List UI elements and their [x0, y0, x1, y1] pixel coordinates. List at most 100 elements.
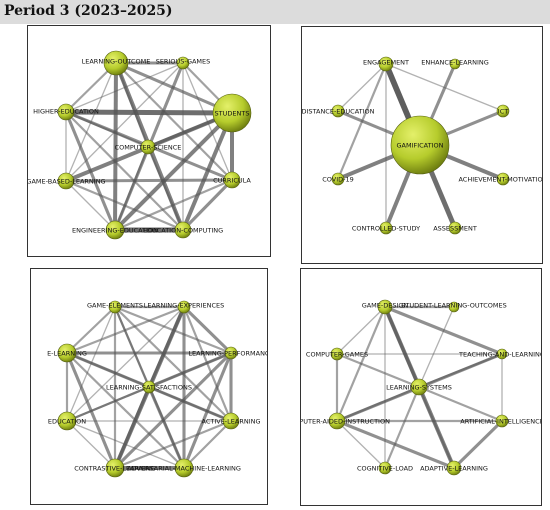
node-ee[interactable]	[105, 220, 125, 240]
edge-lp-cl	[113, 351, 233, 470]
node-lo[interactable]	[103, 50, 129, 76]
nodes	[57, 300, 240, 478]
node-label-lo: LEARNING-OUTCOME	[82, 57, 151, 65]
node-ec[interactable]	[174, 221, 192, 239]
edge-ai-adl	[452, 419, 504, 470]
edge-he-st	[65, 109, 233, 116]
edge-lx-el	[66, 305, 185, 355]
node-label-cog: COGNITIVE-LOAD	[357, 464, 413, 472]
node-enh[interactable]	[449, 58, 461, 70]
node-ach[interactable]	[496, 172, 510, 186]
node-aml[interactable]	[174, 458, 194, 478]
node-dist[interactable]	[331, 104, 345, 118]
node-ge[interactable]	[108, 300, 122, 314]
edge-ls-al	[148, 385, 232, 423]
edge-eng-ict	[385, 63, 504, 112]
network-panel-top-left: LEARNING-OUTCOME SERIOUS-GAMES HIGHER-EDUC…	[27, 25, 271, 257]
node-st[interactable]	[212, 93, 252, 133]
edge-cu-ec	[181, 178, 234, 232]
node-cai[interactable]	[328, 412, 346, 430]
node-gd[interactable]	[377, 299, 393, 315]
edge-gbl-cu	[65, 178, 233, 183]
nodes	[331, 56, 510, 235]
node-label-gam: GAMIFICATION	[396, 141, 443, 149]
node-label-cov: COVID-19	[322, 175, 354, 183]
node-gam[interactable]	[390, 115, 450, 175]
node-ai[interactable]	[495, 414, 509, 428]
node-label-ee: ENGINEERING-EDUCATION	[72, 226, 158, 234]
node-ass[interactable]	[448, 221, 462, 235]
edges	[335, 305, 504, 470]
node-label-cs: COMPUTER-SCIENCE	[115, 143, 182, 151]
node-label-aml: ADVERSARIAL-MACHINE-LEARNING	[127, 464, 241, 472]
node-label-cg: COMPUTER-GAMES	[306, 350, 368, 358]
node-cg[interactable]	[330, 347, 344, 361]
node-cu[interactable]	[223, 171, 241, 189]
node-al[interactable]	[222, 412, 240, 430]
node-label-sg: SERIOUS-GAMES	[156, 57, 211, 65]
node-ctl[interactable]	[379, 221, 393, 235]
node-gbl[interactable]	[57, 172, 75, 190]
node-label-gbl: GAME-BASED-LEARNING	[28, 177, 106, 185]
edge-lx-lp	[182, 305, 233, 355]
node-label-adl: ADAPTIVE-LEARNING	[420, 464, 488, 472]
node-sg[interactable]	[176, 56, 190, 70]
node-adl[interactable]	[446, 460, 462, 476]
edge-gd-tl	[384, 305, 503, 356]
node-label-ai: ARTIFICIAL-INTELLIGENCE	[460, 417, 541, 425]
network-graph-bottom-right: GAME-DESIGNSTUDENT-LEARNING-OUTCOMESCOMP…	[301, 299, 541, 476]
node-cog[interactable]	[378, 461, 392, 475]
node-label-cl: CONTRASTIVE-LEARNING	[74, 464, 155, 472]
edge-gbl-ee	[65, 180, 116, 231]
edge-cai-cog	[336, 420, 386, 469]
edge-gd-cg	[336, 306, 386, 355]
node-label-lp: LEARNING-PERFORMANCE	[188, 349, 267, 357]
edge-cs-ec	[146, 146, 185, 231]
node-label-tl: TEACHING-AND-LEARNING	[458, 350, 541, 358]
node-lp[interactable]	[224, 346, 238, 360]
node-label-ctl: CONTROLLED-STUDY	[352, 224, 420, 232]
edge-al-aml	[183, 420, 232, 469]
node-label-ict: ICT	[498, 107, 508, 115]
node-label-cu: CURRICULA	[213, 176, 251, 184]
edge-sg-he	[65, 62, 184, 113]
node-label-enh: ENHANCE-LEARNING	[421, 58, 489, 66]
node-label-lx: LEARNING-EXPERIENCES	[144, 301, 224, 309]
node-cl[interactable]	[105, 458, 125, 478]
node-label-cai: COMPUTER-AIDED-INSTRUCTION	[301, 417, 390, 425]
node-label-slo: STUDENT-LEARNING-OUTCOMES	[401, 301, 506, 309]
node-label-eng: ENGAGEMENT	[363, 58, 409, 66]
node-label-ls: LEARNING-SATISFACTIONS	[106, 383, 192, 391]
node-label-ge: GAME-ELEMENTS	[87, 301, 143, 309]
node-label-ed: EDUCATION	[48, 417, 86, 425]
node-lsy[interactable]	[410, 378, 428, 396]
edge-lsy-cai	[336, 385, 420, 423]
node-he[interactable]	[57, 103, 75, 121]
node-cs[interactable]	[140, 139, 156, 155]
node-label-he: HIGHER-EDUCATION	[33, 107, 99, 115]
edge-eng-cov	[336, 63, 388, 180]
node-slo[interactable]	[448, 301, 460, 313]
edge-ge-el	[66, 306, 116, 354]
node-lx[interactable]	[177, 300, 191, 314]
node-ict[interactable]	[496, 104, 510, 118]
edge-ls-aml	[147, 386, 186, 469]
node-ls[interactable]	[142, 380, 156, 394]
edge-el-aml	[66, 352, 185, 469]
edge-lsy-cog	[383, 386, 421, 469]
edge-ls-cl	[113, 386, 151, 469]
edge-eng-dist	[337, 63, 387, 112]
edge-ed-cl	[66, 420, 116, 469]
node-eng[interactable]	[378, 56, 394, 72]
node-ed[interactable]	[57, 411, 77, 431]
node-cov[interactable]	[331, 172, 345, 186]
node-el[interactable]	[57, 343, 77, 363]
nodes	[328, 299, 509, 476]
node-tl[interactable]	[496, 348, 508, 360]
node-label-ec: EDUCATION-COMPUTING	[143, 226, 223, 234]
